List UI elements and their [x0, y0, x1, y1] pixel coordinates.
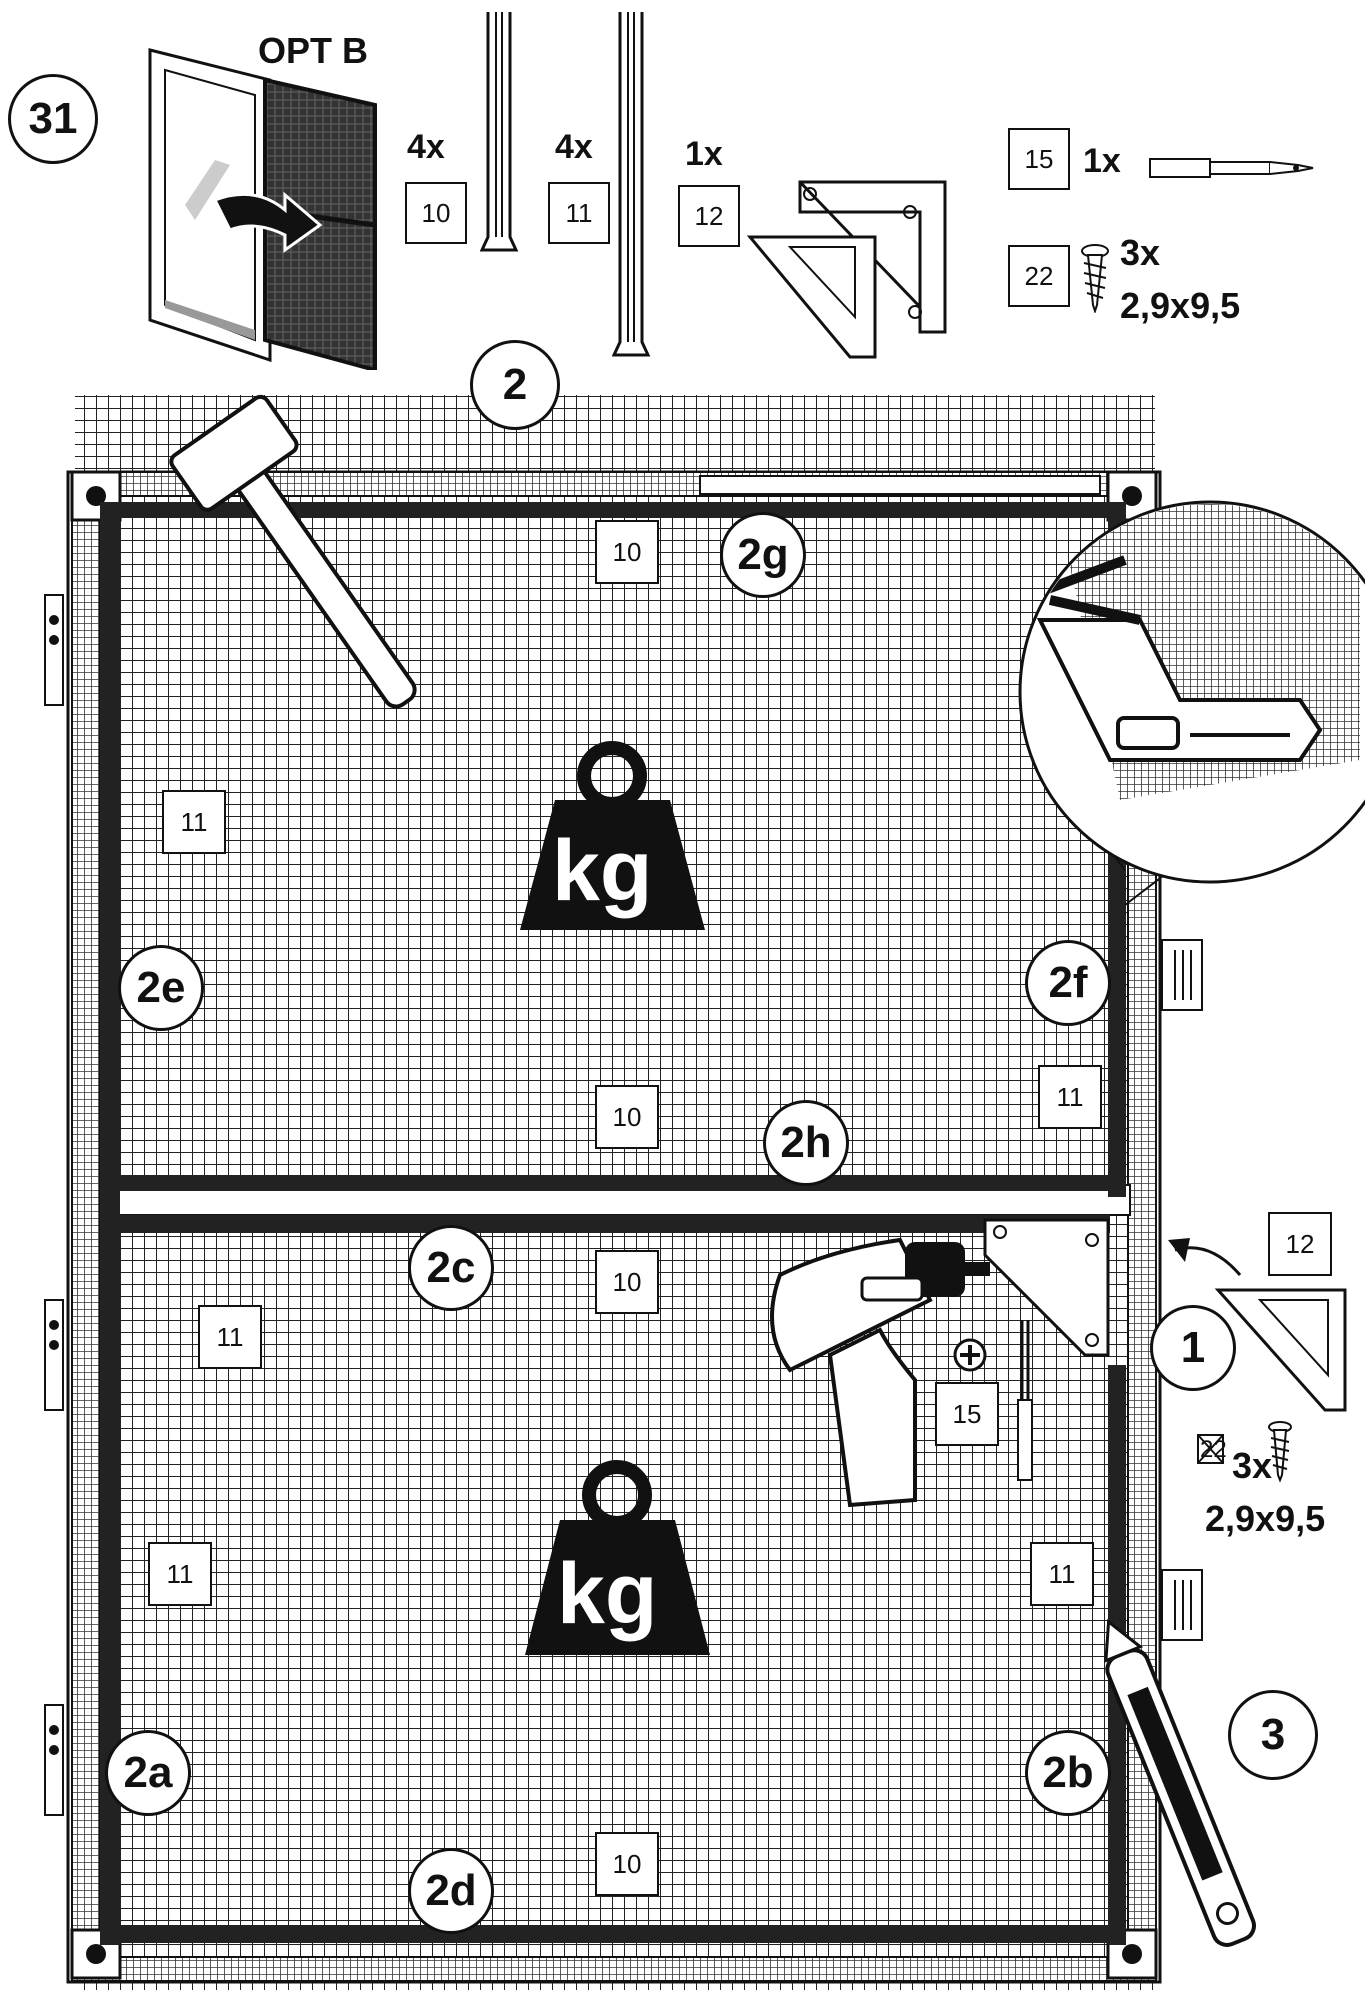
- option-label: OPT B: [258, 30, 369, 71]
- rail-profile-11: [612, 12, 651, 357]
- part-10-label: 10: [405, 182, 467, 244]
- lower-right-stile-label: 11: [1030, 1542, 1094, 1606]
- part-10-qty: 4x: [407, 128, 445, 166]
- screw-22-qty: 3x: [1120, 232, 1161, 273]
- sub-step-2e: 2e: [118, 945, 204, 1031]
- weight-upper-label: kg: [552, 823, 653, 919]
- window-screen-illustration: [148, 48, 377, 370]
- corner-bracket-label: 12: [1268, 1212, 1332, 1276]
- sub-step-2b: 2b: [1025, 1730, 1111, 1816]
- right-screw-qty: 3x: [1232, 1445, 1273, 1486]
- corner-bracket-illustration: [746, 180, 947, 359]
- sub-step-2c: 2c: [408, 1225, 494, 1311]
- screw-22-size: 2,9x9,5: [1120, 285, 1241, 326]
- sub-step-2g: 2g: [720, 512, 806, 598]
- lower-left-stile-label-2: 11: [148, 1542, 212, 1606]
- screwdriver-bit-icon: [1149, 158, 1314, 178]
- bit-15-label: 15: [1008, 128, 1070, 190]
- bit-15-qty: 1x: [1083, 142, 1121, 180]
- rail-profile-10: [480, 12, 519, 252]
- right-screw-size: 2,9x9,5: [1205, 1498, 1326, 1539]
- step-number: 31: [8, 74, 98, 164]
- part-11-qty: 4x: [555, 128, 593, 166]
- drill-bit-label: 15: [935, 1382, 999, 1446]
- weight-lower-label: kg: [557, 1546, 658, 1642]
- sub-step-2d: 2d: [408, 1848, 494, 1934]
- screw-icon: [1081, 244, 1109, 313]
- sub-step-2f: 2f: [1025, 940, 1111, 1026]
- part-12-qty: 1x: [685, 135, 723, 173]
- sub-step-1: 1: [1150, 1305, 1236, 1391]
- bottom-rail-label: 10: [595, 1832, 659, 1896]
- lower-left-stile-label: 11: [198, 1305, 262, 1369]
- upper-left-stile-label: 11: [162, 790, 226, 854]
- top-rail-label: 10: [595, 520, 659, 584]
- sub-step-3: 3: [1228, 1690, 1318, 1780]
- mid-lower-rail-label: 10: [595, 1250, 659, 1314]
- screw-22-label: 22: [1008, 245, 1070, 307]
- mid-upper-rail-label: 10: [595, 1085, 659, 1149]
- sub-step-2a: 2a: [105, 1730, 191, 1816]
- sub-step-2: 2: [470, 340, 560, 430]
- upper-right-stile-label: 11: [1038, 1065, 1102, 1129]
- part-11-label: 11: [548, 182, 610, 244]
- part-12-label: 12: [678, 185, 740, 247]
- sub-step-2h: 2h: [763, 1100, 849, 1186]
- right-screw-id: 22: [1200, 1436, 1227, 1463]
